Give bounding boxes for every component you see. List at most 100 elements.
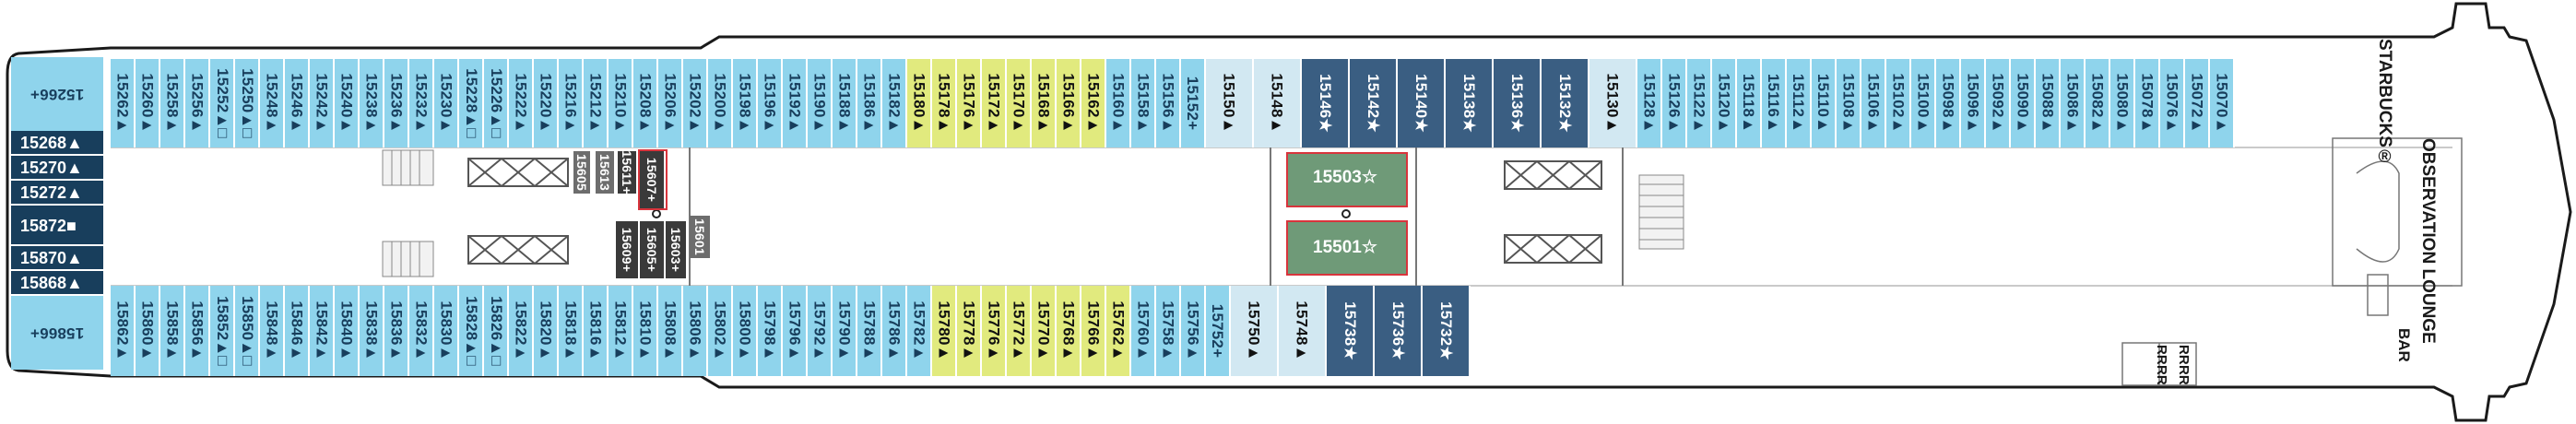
cabin-15268[interactable]: 15268▲	[11, 131, 103, 156]
cabin-15852[interactable]: 15852▲□	[210, 286, 235, 376]
cabin-15166[interactable]: 15166▲	[1057, 59, 1081, 147]
cabin-15110[interactable]: 15110▲	[1812, 59, 1837, 147]
cabin-15112[interactable]: 15112▲	[1787, 59, 1812, 147]
cabin-15136[interactable]: 15136★	[1494, 59, 1542, 147]
cabin-15180[interactable]: 15180▲	[907, 59, 932, 147]
cabin-15172[interactable]: 15172▲	[982, 59, 1007, 147]
cabin-15182[interactable]: 15182▲	[882, 59, 907, 147]
cabin-15788[interactable]: 15788▲	[857, 286, 882, 376]
cabin-15188[interactable]: 15188▲	[833, 59, 857, 147]
cabin-15120[interactable]: 15120▲	[1712, 59, 1737, 147]
cabin-15603[interactable]: 15603+	[666, 221, 688, 278]
cabin-15826[interactable]: 15826▲□	[484, 286, 509, 376]
cabin-15108[interactable]: 15108▲	[1837, 59, 1861, 147]
cabin-15160[interactable]: 15160▲	[1106, 59, 1131, 147]
cabin-15272[interactable]: 15272▲	[11, 181, 103, 206]
cabin-15766[interactable]: 15766▲	[1081, 286, 1106, 376]
cabin-15096[interactable]: 15096▲	[1961, 59, 1986, 147]
cabin-15818[interactable]: 15818▲	[559, 286, 584, 376]
cabin-15206[interactable]: 15206▲	[658, 59, 683, 147]
cabin-15816[interactable]: 15816▲	[584, 286, 609, 376]
cabin-15158[interactable]: 15158▲	[1131, 59, 1156, 147]
cabin-15170[interactable]: 15170▲	[1007, 59, 1032, 147]
cabin-15772[interactable]: 15772▲	[1007, 286, 1032, 376]
cabin-15222[interactable]: 15222▲	[509, 59, 534, 147]
cabin-15822[interactable]: 15822▲	[509, 286, 534, 376]
cabin-15210[interactable]: 15210▲	[609, 59, 633, 147]
cabin-15078[interactable]: 15078▲	[2135, 59, 2160, 147]
cabin-15142[interactable]: 15142★	[1350, 59, 1398, 147]
cabin-15266[interactable]: 15266+	[11, 57, 103, 131]
cabin-15808[interactable]: 15808▲	[658, 286, 683, 376]
cabin-15132[interactable]: 15132★	[1542, 59, 1589, 147]
cabin-15212[interactable]: 15212▲	[584, 59, 609, 147]
cabin-15790[interactable]: 15790▲	[833, 286, 857, 376]
cabin-15256[interactable]: 15256▲	[185, 59, 210, 147]
cabin-15196[interactable]: 15196▲	[758, 59, 783, 147]
cabin-15862[interactable]: 15862▲	[111, 286, 136, 376]
cabin-15732[interactable]: 15732★	[1423, 286, 1471, 376]
cabin-15836[interactable]: 15836▲	[384, 286, 409, 376]
cabin-15138[interactable]: 15138★	[1446, 59, 1494, 147]
cabin-15607[interactable]: 15607+	[638, 149, 668, 210]
cabin-15178[interactable]: 15178▲	[932, 59, 957, 147]
cabin-15198[interactable]: 15198▲	[733, 59, 758, 147]
cabin-15605[interactable]: 15605+	[640, 221, 666, 278]
cabin-15102[interactable]: 15102▲	[1886, 59, 1911, 147]
cabin-15850[interactable]: 15850▲□	[235, 286, 260, 376]
cabin-15842[interactable]: 15842▲	[310, 286, 335, 376]
cabin-15200[interactable]: 15200▲	[708, 59, 733, 147]
cabin-15250[interactable]: 15250▲□	[235, 59, 260, 147]
cabin-15780[interactable]: 15780▲	[932, 286, 957, 376]
cabin-15856[interactable]: 15856▲	[185, 286, 210, 376]
cabin-15148[interactable]: 15148▲	[1254, 59, 1302, 147]
cabin-15758[interactable]: 15758▲	[1156, 286, 1181, 376]
cabin-15798[interactable]: 15798▲	[758, 286, 783, 376]
cabin-15848[interactable]: 15848▲	[260, 286, 285, 376]
cabin-15202[interactable]: 15202▲	[683, 59, 708, 147]
cabin-15076[interactable]: 15076▲	[2160, 59, 2185, 147]
cabin-15778[interactable]: 15778▲	[957, 286, 982, 376]
cabin-15072[interactable]: 15072▲	[2185, 59, 2210, 147]
cabin-15176[interactable]: 15176▲	[957, 59, 982, 147]
cabin-15613[interactable]: 15613	[596, 151, 616, 194]
cabin-15192[interactable]: 15192▲	[783, 59, 808, 147]
cabin-15118[interactable]: 15118▲	[1737, 59, 1762, 147]
cabin-15752[interactable]: 15752+	[1206, 286, 1231, 376]
cabin-15106[interactable]: 15106▲	[1861, 59, 1886, 147]
cabin-15232[interactable]: 15232▲	[409, 59, 434, 147]
cabin-15168[interactable]: 15168▲	[1032, 59, 1057, 147]
cabin-15810[interactable]: 15810▲	[633, 286, 658, 376]
cabin-15082[interactable]: 15082▲	[2086, 59, 2110, 147]
cabin-15762[interactable]: 15762▲	[1106, 286, 1131, 376]
cabin-15812[interactable]: 15812▲	[609, 286, 633, 376]
cabin-15116[interactable]: 15116▲	[1762, 59, 1787, 147]
cabin-15870[interactable]: 15870▲	[11, 246, 103, 271]
cabin-15248[interactable]: 15248▲	[260, 59, 285, 147]
cabin-15860[interactable]: 15860▲	[136, 286, 160, 376]
cabin-15246[interactable]: 15246▲	[285, 59, 310, 147]
cabin-15140[interactable]: 15140★	[1398, 59, 1446, 147]
cabin-15776[interactable]: 15776▲	[982, 286, 1007, 376]
cabin-15216[interactable]: 15216▲	[559, 59, 584, 147]
cabin-15760[interactable]: 15760▲	[1131, 286, 1156, 376]
cabin-15126[interactable]: 15126▲	[1662, 59, 1687, 147]
cabin-15080[interactable]: 15080▲	[2110, 59, 2135, 147]
cabin-15738[interactable]: 15738★	[1327, 286, 1375, 376]
cabin-15130[interactable]: 15130▲	[1589, 59, 1637, 147]
cabin-15866[interactable]: 15866+	[11, 296, 103, 370]
cabin-15838[interactable]: 15838▲	[360, 286, 384, 376]
cabin-15736[interactable]: 15736★	[1375, 286, 1423, 376]
cabin-15228[interactable]: 15228▲□	[459, 59, 484, 147]
cabin-15820[interactable]: 15820▲	[534, 286, 559, 376]
cabin-15782[interactable]: 15782▲	[907, 286, 932, 376]
cabin-15220[interactable]: 15220▲	[534, 59, 559, 147]
cabin-15090[interactable]: 15090▲	[2011, 59, 2036, 147]
suite-15501-label[interactable]: 15501☆	[1313, 238, 1377, 257]
suite-15503-label[interactable]: 15503☆	[1313, 168, 1377, 187]
cabin-15802[interactable]: 15802▲	[708, 286, 733, 376]
cabin-15786[interactable]: 15786▲	[882, 286, 907, 376]
cabin-15828[interactable]: 15828▲□	[459, 286, 484, 376]
cabin-15100[interactable]: 15100▲	[1911, 59, 1936, 147]
cabin-15236[interactable]: 15236▲	[384, 59, 409, 147]
